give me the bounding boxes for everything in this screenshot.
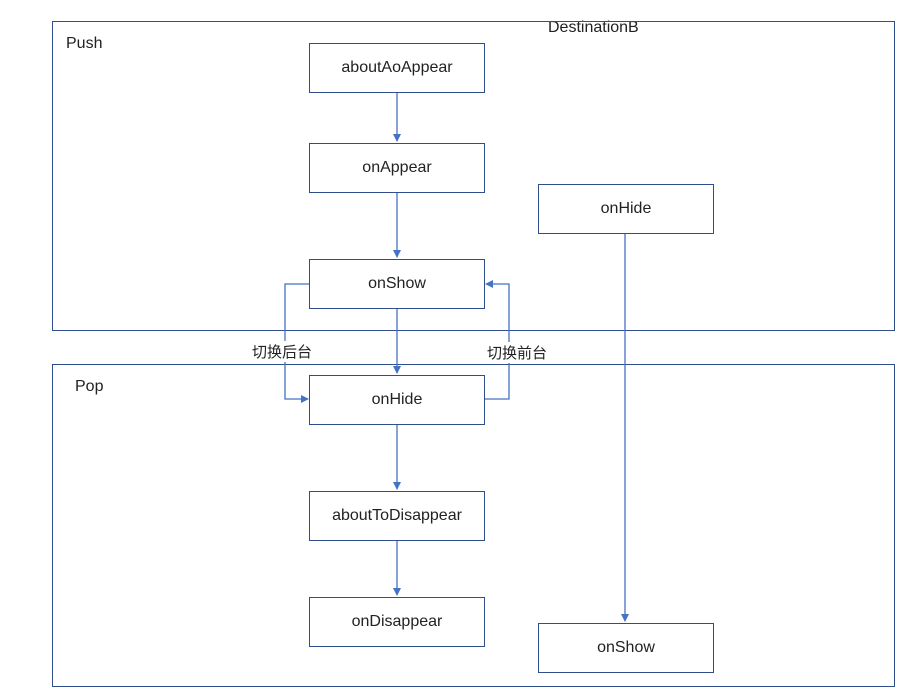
node-on-show: onShow xyxy=(309,259,485,309)
node-on-appear: onAppear xyxy=(309,143,485,193)
node-about-to-appear-label: aboutAoAppear xyxy=(341,59,453,76)
edge-to-foreground xyxy=(485,280,510,400)
node-on-disappear: onDisappear xyxy=(309,597,485,647)
node-about-to-appear: aboutAoAppear xyxy=(309,43,485,93)
node-on-hide-right-label: onHide xyxy=(600,200,652,217)
node-on-show-label: onShow xyxy=(368,275,426,292)
node-about-to-disappear: aboutToDisappear xyxy=(309,491,485,541)
edge-label-to-foreground: 切换前台 xyxy=(485,342,550,363)
node-on-show-right: onShow xyxy=(538,623,714,673)
node-on-show-right-label: onShow xyxy=(597,639,655,656)
push-group-label: Push xyxy=(66,35,103,52)
pop-group-label: Pop xyxy=(75,378,104,395)
push-group xyxy=(52,21,895,331)
node-on-disappear-label: onDisappear xyxy=(351,613,443,630)
node-on-hide-right: onHide xyxy=(538,184,714,234)
node-on-hide: onHide xyxy=(309,375,485,425)
diagram-title: DestinationB xyxy=(548,19,639,36)
node-about-to-disappear-label: aboutToDisappear xyxy=(332,507,462,524)
pop-group xyxy=(52,364,895,687)
edge-label-to-background: 切换后台 xyxy=(250,341,315,362)
node-on-appear-label: onAppear xyxy=(362,159,432,176)
node-on-hide-label: onHide xyxy=(371,391,423,408)
